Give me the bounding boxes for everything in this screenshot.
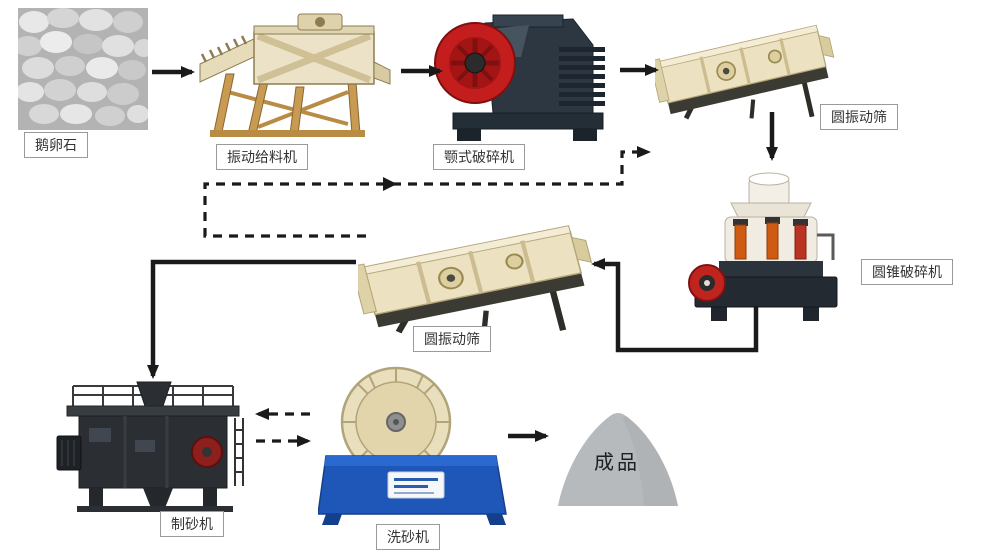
label-screen-1: 圆振动筛 (820, 104, 898, 130)
label-pebbles: 鹅卵石 (24, 132, 88, 158)
vibrating-feeder-illustration (199, 13, 391, 137)
circular-vibrating-screen-2-illustration (358, 222, 593, 334)
label-screen-2: 圆振动筛 (413, 326, 491, 352)
pebbles-photo (18, 8, 148, 130)
finished-product-pile (558, 413, 678, 506)
dashed-return-mid-arrowhead (383, 177, 397, 191)
label-sand-maker: 制砂机 (160, 511, 224, 537)
circular-vibrating-screen-1-illustration (655, 22, 835, 120)
label-vibrating-feeder: 振动给料机 (216, 144, 308, 170)
label-sand-washer: 洗砂机 (376, 524, 440, 550)
sand-washing-machine-illustration (318, 366, 507, 525)
label-cone-crusher: 圆锥破碎机 (861, 259, 953, 285)
label-jaw-crusher: 颚式破碎机 (433, 144, 525, 170)
finished-product-label: 成品 (594, 452, 640, 474)
arrow-screen-2-to-sand-maker (147, 259, 356, 379)
jaw-crusher-illustration (434, 14, 605, 141)
cone-crusher-illustration (688, 172, 838, 321)
sand-making-machine-illustration (56, 381, 244, 512)
